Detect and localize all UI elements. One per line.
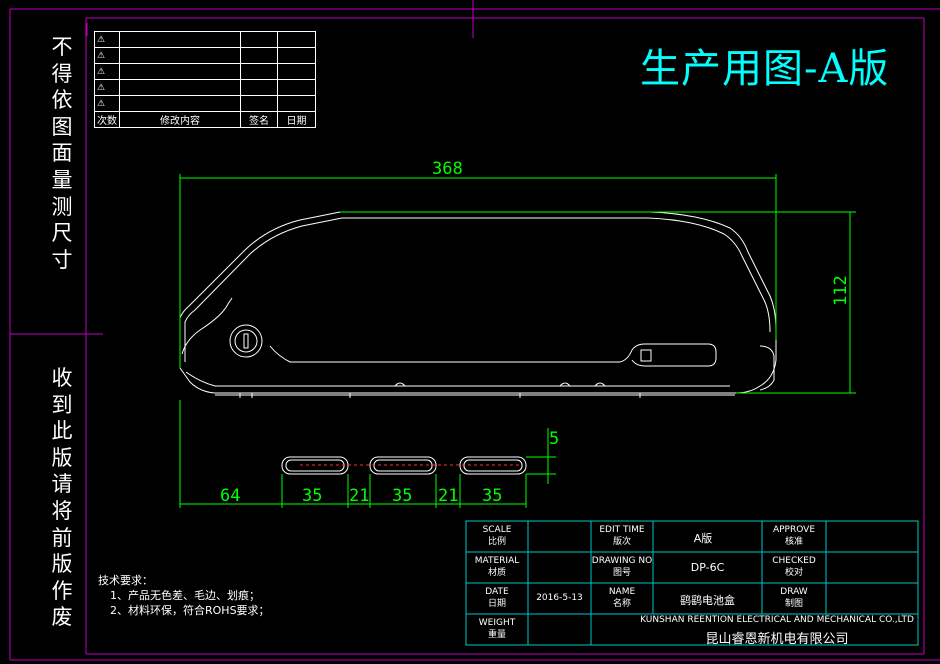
warning-icon: ⚠ [94,79,120,96]
dim-offset: 64 [220,486,240,506]
revision-row: ⚠ [94,79,316,96]
tech-heading: 技术要求： [98,574,153,587]
note-do-not-scale-text: 不得依图面量测尺寸 [51,35,73,272]
note-void-previous-edition: 收到此版请将前版作废 [40,365,84,655]
revision-header: 次数 修改内容 签名 日期 [94,111,316,128]
header-sign: 签名 [240,111,278,128]
revision-table: ⚠ ⚠ ⚠ ⚠ ⚠ 次数 修改内容 签名 日期 [94,31,316,128]
header-date: 日期 [277,111,316,128]
dim-slot-2: 35 [392,486,412,506]
battery-case-outline [179,211,777,398]
warning-icon: ⚠ [94,95,120,112]
note-void-previous-text: 收到此版请将前版作废 [51,366,73,630]
drawing-no-value: DP-6C [690,561,725,574]
edit-value: A版 [693,532,713,545]
sheet-frame [9,0,940,661]
warning-icon: ⚠ [94,31,120,48]
revision-row: ⚠ [94,63,316,80]
dim-height: 112 [831,275,851,306]
revision-row: ⚠ [94,31,316,48]
key-lock-icon [229,324,263,358]
dimension-labels: 368 112 64 35 21 35 21 35 5 [220,159,851,506]
company-name-chinese: 昆山睿恩新机电有限公司 [705,632,849,647]
revision-row: ⚠ [94,47,316,64]
title-block-grid [465,520,919,646]
drawing-title: 生产用图-A版 [640,46,890,92]
dim-slot-3: 35 [482,486,502,506]
dim-slot-1: 35 [302,486,322,506]
name-value: 鹞鹞电池盒 [680,594,735,607]
warning-icon: ⚠ [94,47,120,64]
date-value: 2016-5-13 [536,593,583,603]
warning-icon: ⚠ [94,63,120,80]
dim-gap-2: 21 [438,486,458,506]
tech-requirements: 技术要求： 1、产品无色差、毛边、划痕； 2、材料环保，符合ROHS要求； [98,573,270,618]
dim-slot-width: 5 [549,429,559,449]
company-name-english: KUNSHAN REENTION ELECTRICAL AND MECHANIC… [640,615,914,625]
header-content: 修改内容 [119,111,241,128]
tech-item: 2、材料环保，符合ROHS要求； [110,604,270,617]
dim-gap-1: 21 [349,486,369,506]
note-do-not-scale: 不得依图面量测尺寸 [40,34,84,294]
tech-item: 1、产品无色差、毛边、划痕； [110,589,260,602]
dim-overall-length: 368 [432,159,463,179]
mounting-slots [281,456,527,475]
dimension-lines [179,174,856,508]
revision-row: ⚠ [94,95,316,112]
header-no: 次数 [94,111,120,128]
